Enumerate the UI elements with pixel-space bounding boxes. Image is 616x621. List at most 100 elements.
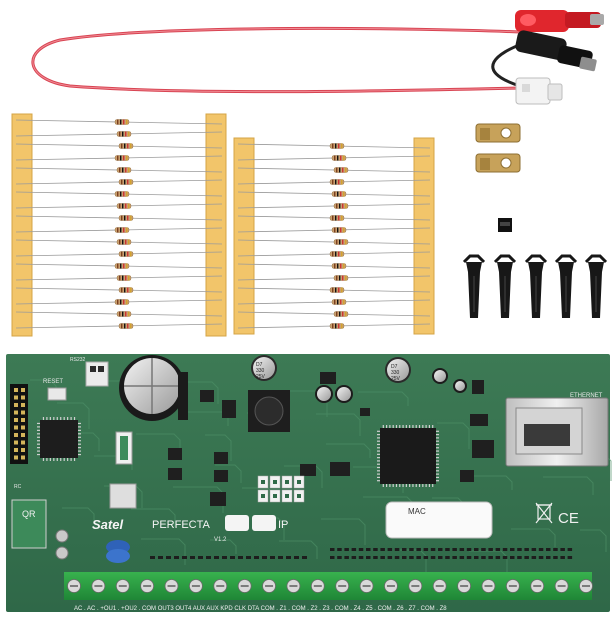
rs232-label: RS232	[70, 357, 86, 363]
resistor	[329, 323, 345, 329]
terminal-block	[64, 572, 593, 600]
resistor	[114, 119, 130, 125]
resistor	[331, 155, 347, 161]
terminal-screw	[213, 579, 228, 593]
rc-label: RC	[14, 484, 22, 490]
chip-main	[377, 425, 439, 487]
white-pin-connector	[109, 483, 137, 509]
resistor	[118, 323, 134, 329]
resistor	[329, 215, 345, 221]
terminal-screw	[335, 579, 350, 593]
small-chip	[200, 390, 214, 402]
small-chip	[222, 400, 236, 418]
resistor	[114, 155, 130, 161]
model-name: PERFECTA	[152, 519, 211, 531]
plastic-clip	[584, 254, 608, 318]
mounting-brackets	[475, 123, 521, 173]
terminal-screw	[384, 579, 398, 593]
inductor	[248, 390, 290, 432]
plastic-clip	[524, 254, 548, 318]
terminal-screw	[457, 579, 471, 593]
small-chip	[210, 492, 226, 506]
resistor	[116, 131, 132, 137]
svg-text:25V: 25V	[256, 374, 266, 380]
terminal-screw	[140, 579, 155, 593]
resistor	[118, 287, 134, 293]
plastic-mounting-clips	[462, 254, 608, 318]
terminal-screw	[530, 579, 545, 593]
plastic-clip	[554, 254, 578, 318]
small-chip	[472, 380, 484, 394]
terminal-screw	[237, 579, 252, 593]
svg-text:330: 330	[256, 368, 265, 374]
version-label: V1.2	[214, 537, 227, 543]
terminal-screw	[310, 579, 325, 593]
small-chip	[214, 452, 228, 464]
svg-text:25V: 25V	[391, 376, 401, 382]
mac-sticker	[385, 501, 493, 539]
terminal-screw	[91, 579, 106, 593]
terminal-screw	[359, 579, 374, 593]
terminal-screw	[115, 579, 130, 593]
resistor	[333, 275, 349, 281]
terminal-screw	[481, 579, 496, 593]
resistor	[118, 179, 134, 185]
terminal-screw	[164, 579, 179, 593]
resistor	[329, 287, 345, 293]
resistor	[118, 215, 134, 221]
resistor-strip-right	[233, 137, 435, 335]
black-alligator-clip	[515, 30, 597, 72]
resistor	[118, 251, 134, 257]
resistor	[333, 167, 349, 173]
svg-text:CE: CE	[558, 510, 579, 527]
weee-bin-icon	[535, 502, 553, 524]
resistor	[333, 203, 349, 209]
pin-header	[10, 384, 28, 464]
jumper	[498, 218, 512, 232]
small-chip	[300, 464, 316, 476]
plastic-clip	[462, 254, 486, 318]
plastic-clip	[493, 254, 517, 318]
resistor	[116, 203, 132, 209]
qr-label: QR	[22, 509, 36, 519]
resistor	[329, 251, 345, 257]
svg-text:330: 330	[391, 370, 400, 376]
ethernet-jack: ETHERNET	[505, 393, 609, 467]
resistor	[118, 143, 134, 149]
terminal-screw	[408, 579, 423, 593]
small-chip	[168, 468, 182, 480]
small-chip	[470, 414, 488, 426]
small-chip	[460, 470, 474, 482]
resistor	[114, 227, 130, 233]
terminal-screw	[432, 579, 447, 593]
resistor	[114, 263, 130, 269]
electrolytic-capacitor-right: D7 330 25V	[385, 357, 411, 383]
model-suffix: IP	[278, 519, 288, 531]
small-chip	[472, 440, 494, 458]
red-alligator-clip	[515, 10, 604, 32]
terminal-screw	[579, 579, 593, 593]
reset-label: RESET	[43, 379, 63, 385]
resistor	[329, 179, 345, 185]
resistor	[333, 311, 349, 317]
ethernet-label: ETHERNET	[570, 393, 603, 399]
resistor	[331, 227, 347, 233]
terminal-screw	[554, 579, 569, 593]
resistor	[114, 299, 130, 305]
terminal-screw	[189, 579, 203, 593]
brand-logo: Satel	[92, 517, 123, 532]
rs232-connector	[85, 361, 109, 387]
terminal-screw	[67, 579, 81, 593]
mac-label: MAC	[408, 507, 426, 516]
small-chip	[330, 462, 350, 476]
battery-cable	[31, 10, 604, 105]
svg-text:D7: D7	[256, 362, 263, 368]
fuse	[115, 431, 133, 465]
small-chip	[168, 448, 182, 460]
resistor	[116, 167, 132, 173]
terminal-screw	[286, 579, 301, 593]
resistor	[116, 239, 132, 245]
terminal-legend: AC . AC . +OU1 . +OU2 . COM OUT3 OUT4 AU…	[74, 606, 447, 612]
electrolytic-capacitor-top: D7 330 25V	[251, 355, 277, 381]
resistor	[331, 191, 347, 197]
